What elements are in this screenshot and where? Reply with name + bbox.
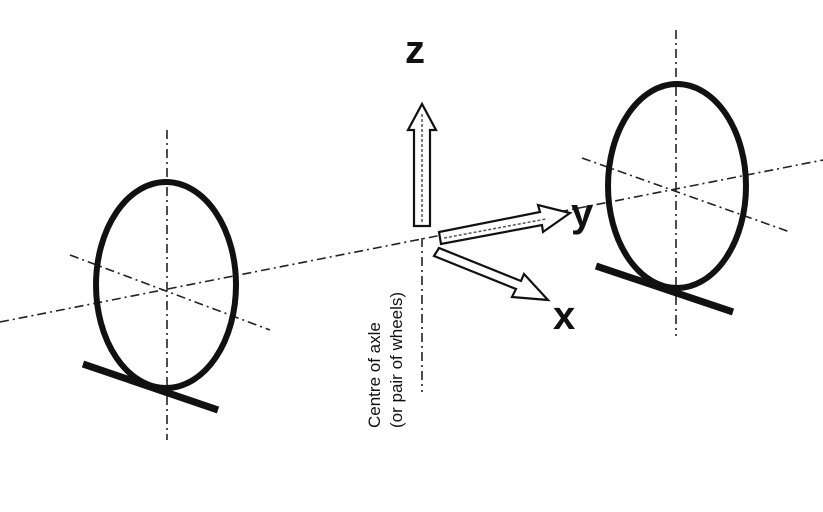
z-axis-arrow xyxy=(406,101,438,228)
y-axis-arrow-shape xyxy=(437,203,573,246)
left-wheel-tyre xyxy=(93,179,239,391)
axle-centre-caption-line1: Centre of axle xyxy=(365,322,384,428)
z-axis-label: z xyxy=(405,28,425,72)
y-axis-arrow xyxy=(437,203,573,246)
axle-centre-caption: Centre of axle (or pair of wheels) xyxy=(365,292,406,428)
x-axis-arrow-shape xyxy=(432,246,551,302)
axle-centerline xyxy=(0,159,823,323)
right-wheel-ground-contact-line xyxy=(594,262,735,316)
left-wheel-ground-contact-line xyxy=(81,360,220,414)
x-axis-arrow xyxy=(432,246,551,302)
y-axis-arrow-core xyxy=(443,218,547,239)
x-axis-label: x xyxy=(553,294,575,338)
right-wheel-tyre xyxy=(605,81,749,291)
axle-centre-caption-line2: (or pair of wheels) xyxy=(387,292,406,428)
y-axis-label: y xyxy=(571,191,594,235)
left-wheel xyxy=(69,130,271,440)
right-wheel xyxy=(581,30,791,336)
left-wheel-cross-centerline xyxy=(69,254,271,331)
